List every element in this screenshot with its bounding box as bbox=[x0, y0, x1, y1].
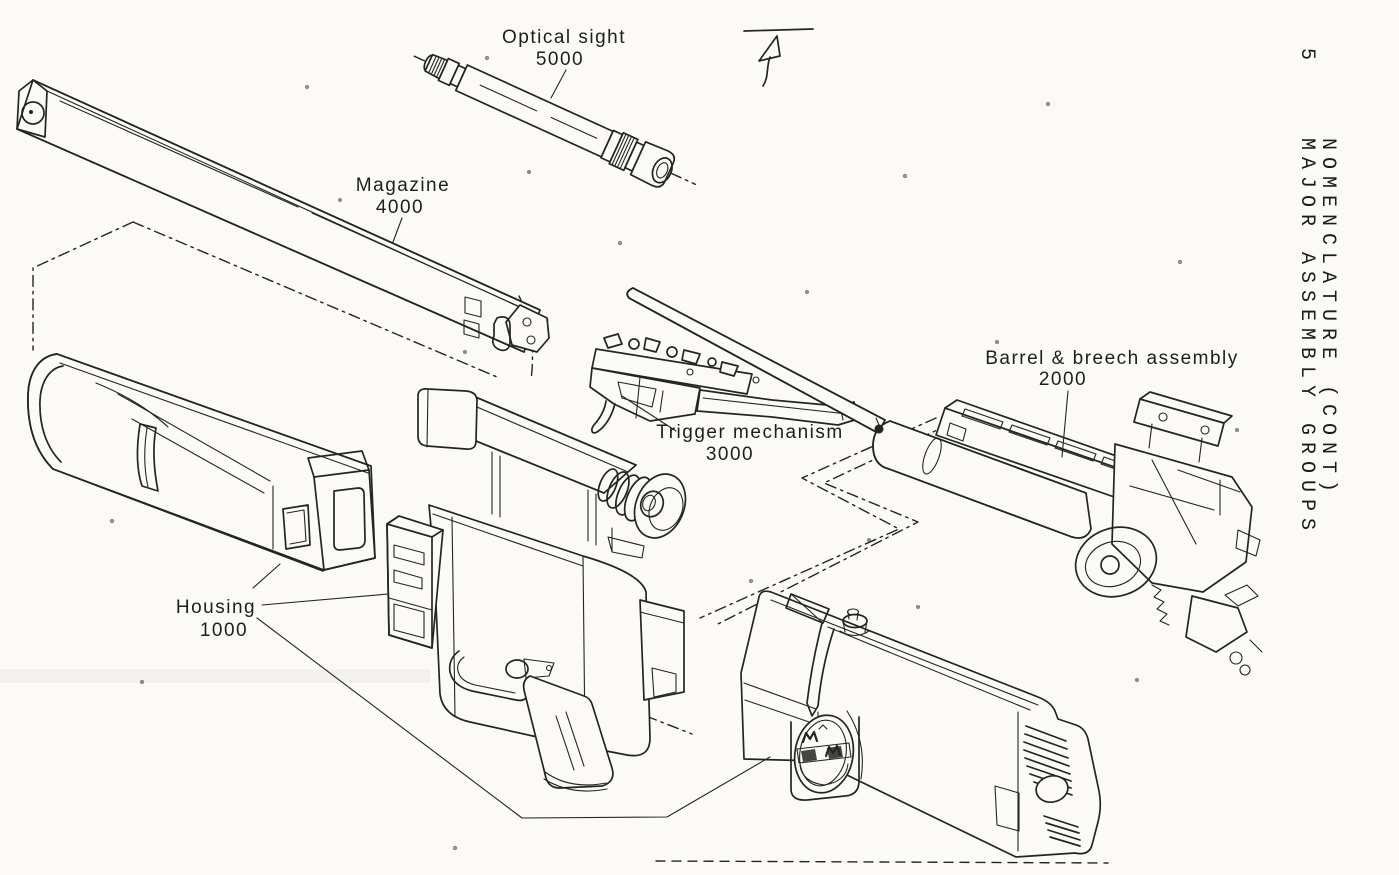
housing-stock-drawing bbox=[27, 353, 376, 572]
leader-line bbox=[256, 617, 771, 819]
label-housing: Housing 1000 bbox=[176, 563, 771, 819]
section-title-line1: NOMENCLATURE (CONT) bbox=[1316, 138, 1339, 500]
part-name: Optical sight bbox=[502, 27, 626, 48]
label-magazine: Magazine 4000 bbox=[356, 175, 450, 243]
leader-line bbox=[392, 217, 403, 243]
breech-block bbox=[1074, 391, 1263, 676]
label-optical-sight: Optical sight 5000 bbox=[502, 27, 626, 99]
leader-line bbox=[1061, 390, 1069, 458]
part-number: 3000 bbox=[706, 444, 754, 465]
pencil-mark-artifact bbox=[743, 28, 814, 87]
part-name: Trigger mechanism bbox=[656, 422, 843, 443]
part-number: 5000 bbox=[536, 49, 584, 70]
leader-line bbox=[261, 593, 389, 606]
part-number: 1000 bbox=[200, 620, 248, 641]
part-labels: Optical sight 5000 Magazine 4000 Trigger… bbox=[176, 27, 1239, 819]
part-number: 2000 bbox=[1039, 369, 1087, 390]
section-title-line2: MAJOR ASSEMBLY GROUPS bbox=[1295, 138, 1318, 538]
housing-shell-drawing bbox=[740, 590, 1102, 858]
housing-center-drawing bbox=[386, 388, 687, 792]
barrel-breech-drawing bbox=[626, 287, 1263, 676]
optical-sight-drawing bbox=[413, 53, 697, 188]
label-trigger-mechanism: Trigger mechanism 3000 bbox=[621, 395, 843, 465]
label-barrel-breech: Barrel & breech assembly 2000 bbox=[985, 348, 1239, 458]
leader-line bbox=[621, 395, 677, 432]
part-name: Housing bbox=[176, 597, 256, 618]
magazine-drawing bbox=[16, 79, 550, 353]
part-name: Barrel & breech assembly bbox=[985, 348, 1239, 369]
selector-dial bbox=[790, 710, 863, 801]
scan-artifacts bbox=[0, 28, 1240, 851]
phantom-lines bbox=[32, 221, 1109, 864]
part-name: Magazine bbox=[356, 175, 450, 196]
leader-line bbox=[550, 69, 567, 99]
eyepiece bbox=[597, 468, 687, 559]
shell-knob bbox=[839, 608, 870, 637]
trigger-guard-grip bbox=[448, 650, 614, 792]
leader-line bbox=[252, 563, 281, 589]
magazine-feed-block bbox=[463, 296, 550, 353]
part-number: 4000 bbox=[376, 197, 424, 218]
page-number: 5 bbox=[1295, 48, 1318, 68]
trigger-mechanism-drawing bbox=[589, 333, 859, 434]
